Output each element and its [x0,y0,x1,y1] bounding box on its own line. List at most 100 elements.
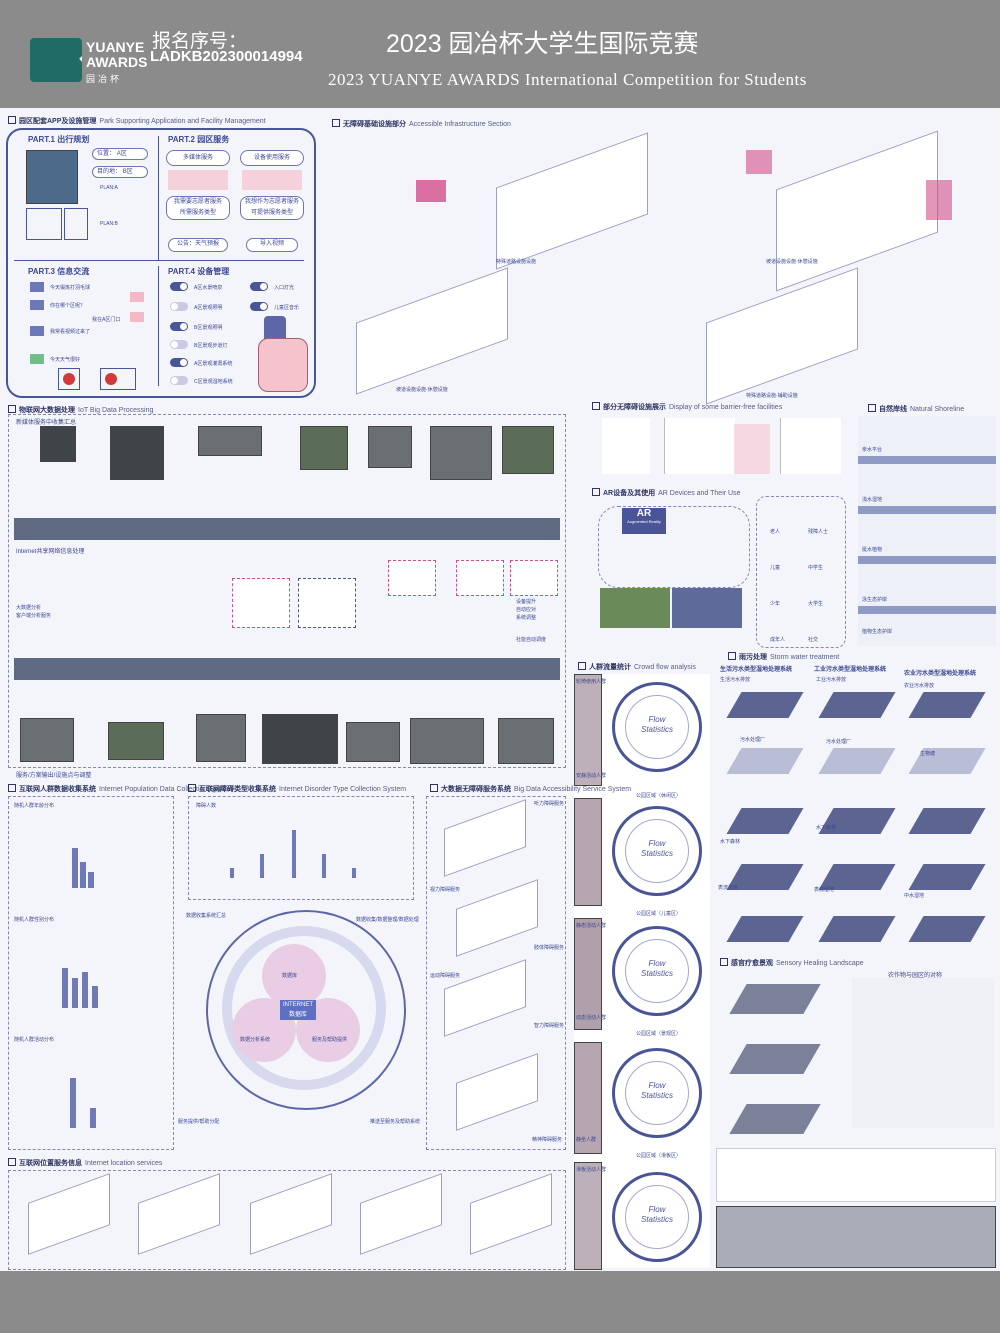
multimedia-service-button[interactable]: 多媒体服务 [166,150,230,166]
access-caption: 坡道设施设施·休憩设施 [396,387,448,393]
device-label: B区景观照明 [194,325,223,331]
storm-label: 污水处理厂 [826,739,852,745]
ring-line1: Flow [648,839,666,848]
system-ring [222,926,386,1090]
wetland-tile [908,808,986,834]
detail-callout [926,180,952,220]
shore-label: 浅水湿地 [862,497,883,503]
chat-message: 今天锻炼打羽毛球 [50,285,91,291]
person-label: 成年人 [770,637,786,643]
toggle-switch[interactable] [250,282,268,291]
toggle-switch[interactable] [250,302,268,311]
photo [498,718,554,764]
arc-label: 推送至服务及帮助系统 [370,1119,421,1125]
storm-label: 工业污水排放 [816,677,847,683]
ring-line2: Statistics [640,969,673,978]
person-label: 儿童 [770,565,781,571]
photo [346,722,400,762]
chart-bar [80,862,86,888]
obstacle-chart-label: 障碍人数 [196,803,217,809]
chat-message: 你在哪个区呢？ [50,303,86,309]
area-label: 公园区域（儿童区） [636,911,682,917]
crowd-card-label: 动态活动人群 [576,1015,607,1021]
toggle-switch[interactable] [170,322,188,331]
photo [40,426,76,462]
toggle-switch[interactable] [170,302,188,311]
photo [20,718,74,762]
data-block [298,578,356,628]
iot-sub-label: 新媒体服务中收集汇总 [16,420,77,426]
photo [430,426,492,480]
crowd-photo [574,798,602,906]
arc-label: 数据收集/数据整理/数据处理 [356,917,419,923]
ar-cloud [598,506,750,588]
bigdata-panel [426,796,566,1150]
toggle-switch[interactable] [170,376,188,385]
photo [198,426,262,456]
crowd-photo [574,1042,602,1154]
photo [300,426,348,470]
part4-heading: PART.4 设备管理 [168,267,230,276]
people-panel [756,496,846,648]
wetland-tile [726,808,804,834]
ar-scene [600,588,670,628]
toggle-switch[interactable] [170,358,188,367]
chart-bar [322,854,326,878]
weather-notice-button[interactable]: 公告：天气预报 [168,238,228,252]
import-video-button[interactable]: 导入视频 [246,238,298,252]
wetland-tile [726,692,804,718]
sensory-note: 农作物与园区的对称 [888,973,943,979]
need-volunteer-button[interactable]: 我需要志愿者服务所需服务类型 [166,196,230,220]
service-label: 听力障碍服务 [534,801,565,807]
chart-bar [260,854,264,878]
storm-label: 生活污水排放 [720,677,751,683]
arc-label: 服务提供/帮助分配 [178,1119,220,1125]
access-caption: 坡道设施设施·休憩设施 [766,259,818,265]
position-field[interactable]: 位置： A区 [92,148,148,160]
iot-panel [8,414,566,768]
red-apple-icon [100,368,136,390]
sensory-tile [729,1104,821,1134]
storm-label: 中水湿地 [904,893,925,899]
shoreline-panel: 亲水平台 浅水湿地 挺水植物 泳生态护岸 植物生态护岸 [858,416,996,646]
ring-line2: Statistics [640,725,673,734]
be-volunteer-button[interactable]: 我想作为志愿者服务可提供服务类型 [240,196,304,220]
iot-note: 设备提升 [516,599,537,605]
wetland-tile [908,692,986,718]
person-label: 中学生 [808,565,824,571]
ring-line2: Statistics [640,1091,673,1100]
chat-message: 今天天气很好 [50,357,81,363]
toggle-switch[interactable] [170,340,188,349]
access-caption: 特殊道路设施·辅助设施 [746,393,798,399]
person-label: 大学生 [808,601,824,607]
landscape-strip [14,518,560,540]
toggle-switch[interactable] [170,282,188,291]
chat-message: 我在A区门口 [92,317,121,323]
service-label: 肢体障碍服务 [534,945,565,951]
red-apple-icon [58,368,80,390]
person-label: 少年 [770,601,781,607]
chart-bar [92,986,98,1008]
figure-person [780,418,841,474]
device-service-button[interactable]: 设备使用服务 [240,150,304,166]
data-block [510,560,558,596]
chart-bar [88,872,94,888]
node-label: 服务及帮助提供 [312,1037,348,1043]
chat-avatar [30,354,44,364]
person-label: 社交 [808,637,819,643]
destination-field[interactable]: 目的地： B区 [92,166,148,178]
chat-message: 我常看视频过来了 [50,329,91,335]
iso-terrain [496,132,648,270]
storm-label: 表流湿地 [718,885,739,891]
shore-label: 植物生态护岸 [862,629,893,635]
landscape-strip [14,658,560,680]
service-label: 精神障碍服务 [532,1137,563,1143]
storm-label: 污水处理厂 [740,737,766,743]
photo [110,426,164,480]
